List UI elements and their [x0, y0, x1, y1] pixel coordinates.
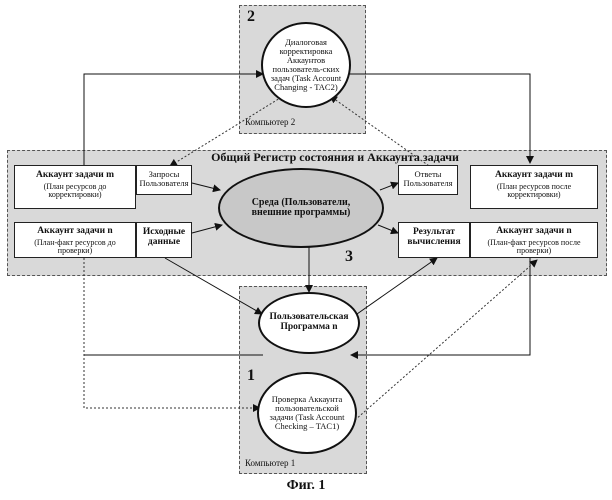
user-answers-box[interactable]: Ответы Пользователя — [398, 165, 458, 195]
user-requests-text: Запросы Пользователя — [137, 170, 191, 188]
tac2-text: Диалоговая корректировка Аккаунтов польз… — [270, 38, 342, 92]
account-m-after-title: Аккаунт задачи m — [471, 171, 597, 181]
arrow-account-n-after-to-tac1 — [351, 258, 530, 355]
account-m-before-subtitle: (План ресурсов до корректировки) — [15, 183, 135, 200]
arrow-environment-to-answers — [380, 183, 398, 190]
account-m-before-title: Аккаунт задачи m — [15, 171, 135, 181]
user-program-ellipse[interactable]: Пользовательская Программа n — [258, 292, 360, 354]
user-program-text: Пользовательская Программа n — [269, 313, 349, 333]
initial-data-box[interactable]: Исходные данные — [136, 222, 192, 258]
account-n-after-box[interactable]: Аккаунт задачи n (План-факт ресурсов пос… — [470, 222, 598, 258]
registry-number: 3 — [345, 248, 353, 266]
arrow-initial-data-to-environment — [192, 225, 222, 233]
computer-1-number: 1 — [247, 367, 255, 385]
arrow-requests-to-environment — [192, 183, 220, 190]
account-m-before-box[interactable]: Аккаунт задачи m (План ресурсов до корре… — [14, 165, 136, 209]
user-requests-box[interactable]: Запросы Пользователя — [136, 165, 192, 195]
account-n-before-subtitle: (План-факт ресурсов до проверки) — [15, 239, 135, 256]
tac1-text: Проверка Аккаунта пользовательской задач… — [269, 395, 345, 431]
environment-text: Среда (Пользователи, внешние программы) — [241, 198, 361, 219]
registry-title: Общий Регистр состояния и Аккаунта задач… — [190, 150, 480, 165]
tac1-ellipse[interactable]: Проверка Аккаунта пользовательской задач… — [257, 372, 357, 454]
tac2-ellipse[interactable]: Диалоговая корректировка Аккаунтов польз… — [261, 22, 351, 108]
result-box[interactable]: Результат вычисления — [398, 222, 470, 258]
figure-caption: Фиг. 1 — [0, 478, 612, 494]
environment-ellipse[interactable]: Среда (Пользователи, внешние программы) — [218, 168, 384, 248]
arrow-initial-data-to-program — [165, 258, 262, 314]
computer-2-label: Компьютер 2 — [245, 117, 295, 127]
account-n-before-box[interactable]: Аккаунт задачи n (План-факт ресурсов до … — [14, 222, 136, 258]
result-text: Результат вычисления — [399, 228, 469, 248]
computer-1-label: Компьютер 1 — [245, 458, 295, 468]
computer-2-number: 2 — [247, 8, 255, 26]
account-n-before-title: Аккаунт задачи n — [15, 227, 135, 237]
arrow-program-to-result — [357, 258, 437, 314]
initial-data-text: Исходные данные — [137, 228, 191, 248]
arrow-environment-to-result — [378, 225, 398, 233]
account-n-after-subtitle: (План-факт ресурсов после проверки) — [471, 239, 597, 256]
dotted-account-n-before-to-tac1 — [84, 258, 260, 408]
user-answers-text: Ответы Пользователя — [399, 170, 457, 188]
account-m-after-box[interactable]: Аккаунт задачи m (План ресурсов после ко… — [470, 165, 598, 209]
dotted-tac1-to-account-n-after — [355, 260, 537, 420]
account-n-after-title: Аккаунт задачи n — [471, 227, 597, 237]
account-m-after-subtitle: (План ресурсов после корректировки) — [471, 183, 597, 200]
